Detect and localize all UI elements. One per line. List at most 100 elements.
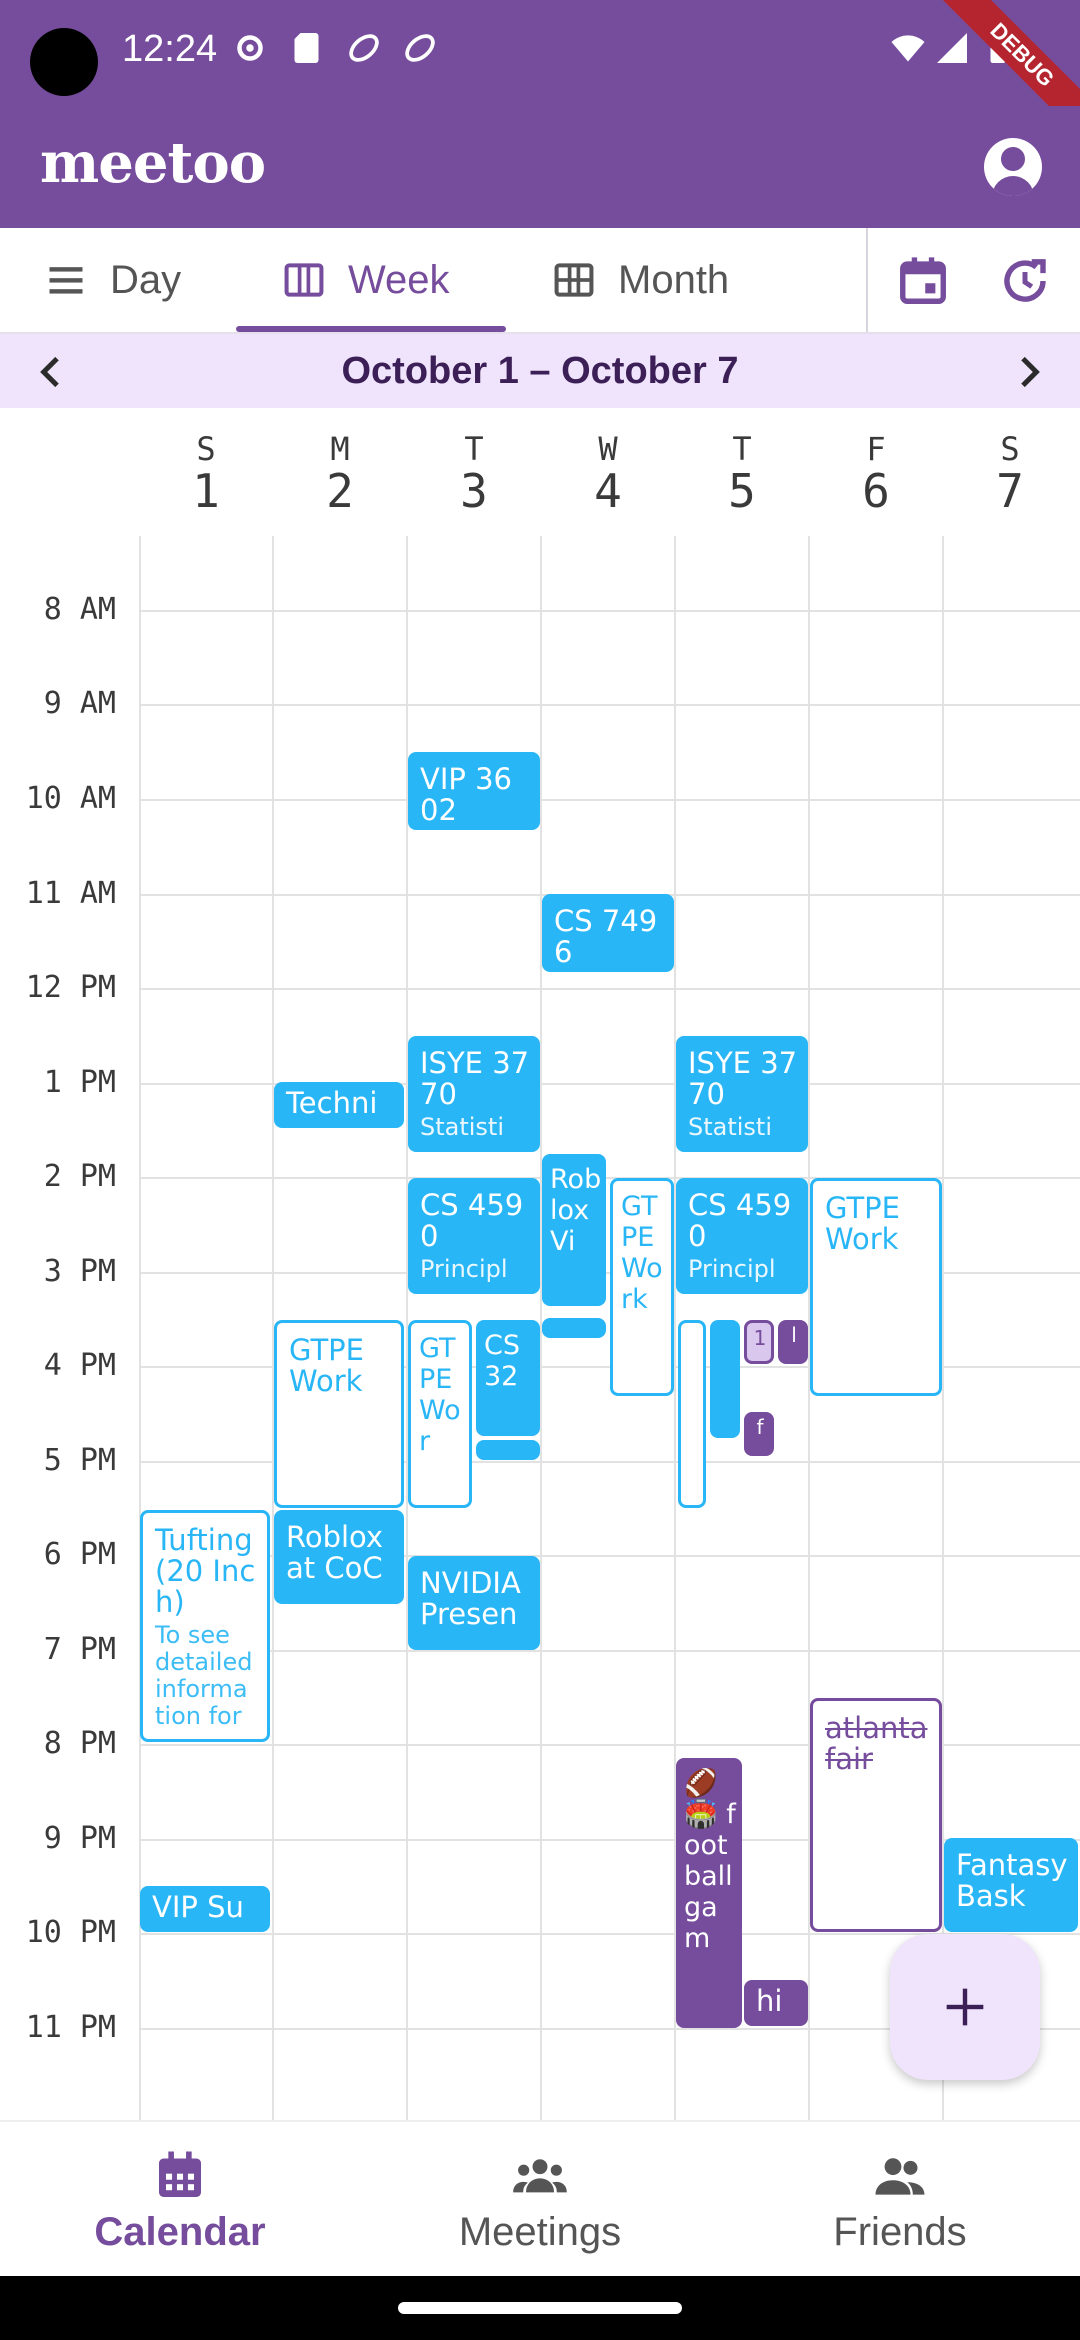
event-gtpe-work[interactable]: GTPE Wor xyxy=(408,1320,472,1508)
event-vip-3602[interactable]: VIP 3602 xyxy=(408,752,540,830)
hour-line xyxy=(140,704,1080,706)
tab-week[interactable]: Week xyxy=(282,228,450,332)
hour-line xyxy=(140,2028,1080,2030)
nav-friends-label: Friends xyxy=(833,2210,967,2254)
calendar-today-icon[interactable] xyxy=(896,254,950,308)
nav-meetings-label: Meetings xyxy=(458,2210,622,2254)
hour-line xyxy=(140,610,1080,612)
event-gtpe-work[interactable]: GTPE Work xyxy=(274,1320,404,1508)
chevron-right-icon[interactable] xyxy=(1008,352,1048,392)
plus-icon xyxy=(946,1988,984,2026)
hour-line xyxy=(140,1555,1080,1557)
event-cs-32[interactable]: CS 32 xyxy=(476,1320,540,1436)
account-icon[interactable] xyxy=(984,138,1042,196)
hour-label: 8 PM xyxy=(43,1726,116,1761)
bottom-navigation: Calendar Meetings Friends xyxy=(0,2120,1080,2278)
column-divider xyxy=(406,536,408,2120)
event-techni[interactable]: Techni xyxy=(274,1082,404,1128)
hour-label: 10 PM xyxy=(25,1915,116,1950)
hour-label: 9 AM xyxy=(43,686,116,721)
hour-label: 10 AM xyxy=(25,781,116,816)
tab-day-label: Day xyxy=(110,257,182,302)
event-football-game[interactable]: 🏈🏟️ football gam xyxy=(676,1758,742,2028)
tabs-divider xyxy=(866,228,868,332)
tab-week-label: Week xyxy=(348,257,450,302)
event-small-block[interactable] xyxy=(542,1318,606,1338)
sd-card-icon xyxy=(294,33,319,63)
event-tufting[interactable]: Tufting (20 Inch)To see detailed informa… xyxy=(140,1510,270,1742)
column-divider xyxy=(808,536,810,2120)
status-bar: 12:24 DEBUG xyxy=(0,0,1080,145)
event-narrow-fill[interactable] xyxy=(710,1320,740,1438)
event-roblox-vi[interactable]: Roblox Vi xyxy=(542,1154,606,1306)
group-icon xyxy=(513,2159,567,2193)
hour-label: 11 PM xyxy=(25,2010,116,2045)
hour-line xyxy=(140,1083,1080,1085)
active-tab-indicator xyxy=(236,326,506,332)
column-divider xyxy=(674,536,676,2120)
schedule-refresh-icon[interactable] xyxy=(998,254,1052,308)
nav-calendar-label: Calendar xyxy=(94,2210,266,2254)
home-gesture-pill[interactable] xyxy=(398,2302,682,2314)
week-grid[interactable]: 8 AM 9 AM 10 AM 11 AM 12 PM 1 PM 2 PM 3 … xyxy=(0,536,1080,2120)
gear-icon xyxy=(237,35,263,61)
wifi-icon xyxy=(891,35,925,62)
hour-label: 8 AM xyxy=(43,592,116,627)
hour-line xyxy=(140,799,1080,801)
view-tabs: Day Week Month xyxy=(0,228,1080,334)
add-event-button[interactable] xyxy=(890,1934,1040,2080)
hour-line xyxy=(140,1461,1080,1463)
event-fantasy-bask[interactable]: Fantasy Bask xyxy=(944,1838,1078,1932)
nav-friends[interactable]: Friends xyxy=(750,2148,1050,2255)
hour-label: 12 PM xyxy=(25,970,116,1005)
camera-cutout xyxy=(30,28,98,96)
nav-calendar[interactable]: Calendar xyxy=(30,2148,330,2255)
tab-day[interactable]: Day xyxy=(44,228,181,332)
date-range-bar: October 1 – October 7 xyxy=(0,334,1080,408)
event-tiny[interactable]: 1 xyxy=(744,1320,774,1364)
event-roblox-at-coc[interactable]: Roblox at CoC xyxy=(274,1510,404,1604)
people-icon xyxy=(875,2158,925,2195)
event-cs-7496[interactable]: CS 7496 xyxy=(542,894,674,972)
tab-month[interactable]: Month xyxy=(552,228,729,332)
hour-line xyxy=(140,1933,1080,1935)
nav-meetings[interactable]: Meetings xyxy=(390,2148,690,2255)
event-nvidia[interactable]: NVIDIA Presen xyxy=(408,1556,540,1650)
hour-label: 7 PM xyxy=(43,1632,116,1667)
hour-label: 1 PM xyxy=(43,1065,116,1100)
event-tiny[interactable]: l xyxy=(778,1320,808,1364)
event-gtpe-work[interactable]: GTPE Work xyxy=(610,1178,674,1396)
event-small-block[interactable] xyxy=(476,1440,540,1460)
hour-label: 4 PM xyxy=(43,1348,116,1383)
calendar-icon xyxy=(159,2151,201,2197)
chevron-left-icon[interactable] xyxy=(32,352,72,392)
hour-label: 3 PM xyxy=(43,1254,116,1289)
hour-label: 5 PM xyxy=(43,1443,116,1478)
system-navigation-bar xyxy=(0,2276,1080,2340)
football-icon xyxy=(405,34,435,62)
event-narrow-outline[interactable] xyxy=(678,1320,706,1508)
column-divider xyxy=(272,536,274,2120)
event-gtpe-work[interactable]: GTPE Work xyxy=(810,1178,942,1396)
football-icon xyxy=(349,34,379,62)
event-vip-su[interactable]: VIP Su xyxy=(140,1886,270,1932)
status-time: 12:24 xyxy=(122,28,218,70)
event-atlanta-fair[interactable]: atlanta fair xyxy=(810,1698,942,1932)
app-title: meetoo xyxy=(40,130,266,196)
hour-line xyxy=(140,988,1080,990)
event-tiny[interactable]: f xyxy=(744,1412,774,1456)
hour-line xyxy=(140,1177,1080,1179)
event-hi[interactable]: hi xyxy=(744,1980,808,2026)
